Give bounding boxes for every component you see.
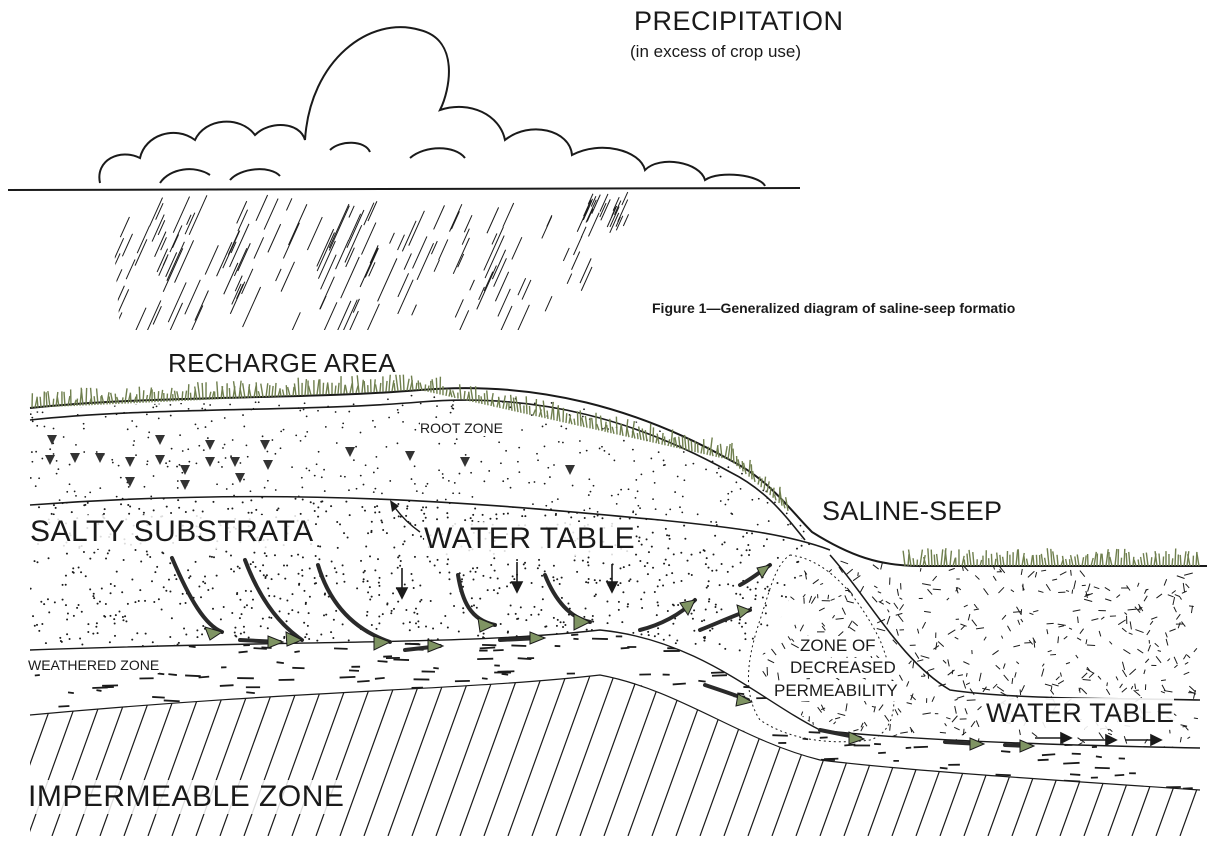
horizon-line [8, 188, 800, 190]
label-weathered-zone: WEATHERED ZONE [28, 657, 159, 673]
label-water-table-upper: WATER TABLE [424, 522, 635, 556]
label-impermeable-zone: IMPERMEABLE ZONE [28, 780, 344, 814]
diagram-title: PRECIPITATION [634, 6, 844, 37]
label-zone-line2: DECREASED [790, 658, 896, 678]
label-water-table-lower: WATER TABLE [986, 698, 1174, 729]
diagram-subtitle: (in excess of crop use) [630, 42, 801, 62]
label-zone-line3: PERMEABILITY [774, 681, 898, 701]
rain-hatching [108, 195, 640, 352]
flow-arrows [172, 558, 1030, 746]
label-saline-seep: SALINE-SEEP [822, 496, 1002, 527]
salty-substrata-layer [29, 479, 820, 665]
weathered-bottom-line [30, 675, 1200, 790]
label-salty-substrata: SALTY SUBSTRATA [30, 515, 314, 549]
rain-hatching-right [583, 192, 628, 236]
figure-caption: Figure 1—Generalized diagram of saline-s… [652, 300, 1015, 316]
root-triangles [45, 435, 575, 490]
label-zone-line1: ZONE OF [800, 636, 876, 656]
seep-slope-line [830, 555, 1200, 700]
infiltration-arrows [397, 562, 617, 598]
label-root-zone: ROOT ZONE [420, 420, 503, 436]
weathered-top-line [30, 630, 1200, 748]
label-recharge-area: RECHARGE AREA [168, 348, 396, 379]
lower-flow-arrows [1035, 733, 1161, 745]
